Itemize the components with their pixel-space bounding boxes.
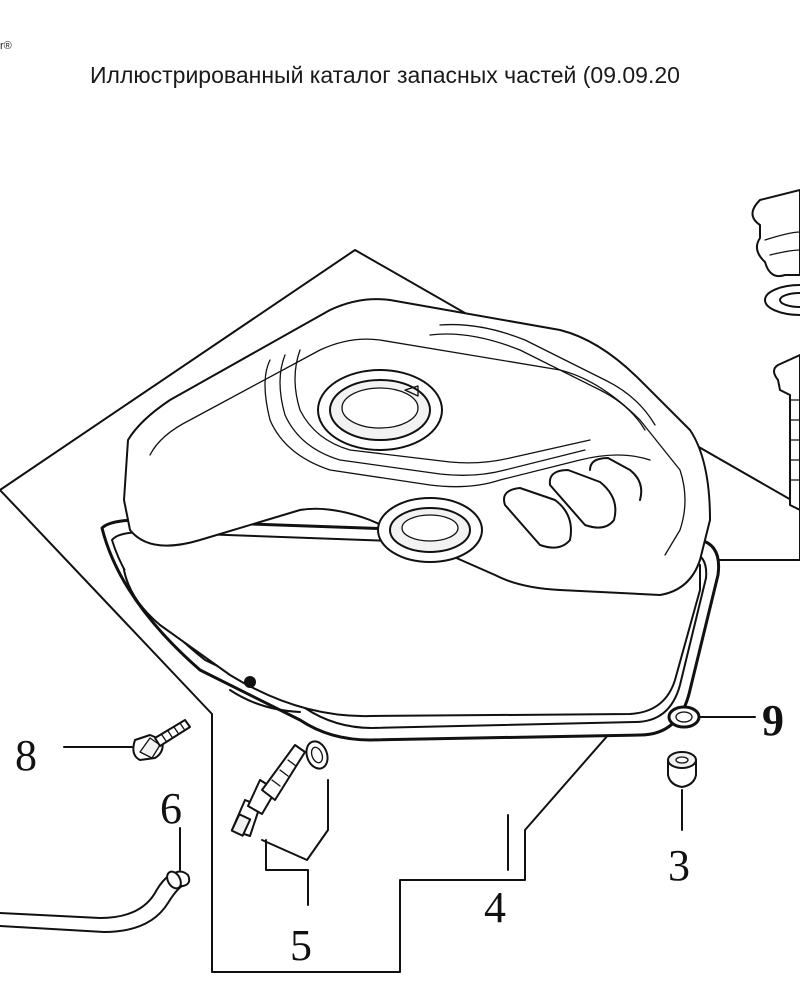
brand-mark: r®: [0, 40, 12, 52]
callout-6: 6: [160, 784, 182, 833]
callout-3: 3: [668, 841, 690, 890]
part-9-o-ring[interactable]: [667, 705, 756, 729]
part-6-hose-and-clip[interactable]: [0, 827, 191, 933]
fuel-tank[interactable]: [100, 298, 721, 742]
tank-cap-assembly[interactable]: [751, 189, 800, 511]
callout-5: 5: [290, 921, 312, 970]
callout-8: 8: [15, 731, 37, 780]
assembly-plate-outline: [0, 249, 800, 973]
callout-9: 9: [762, 696, 784, 745]
part-3-nut[interactable]: [667, 751, 697, 831]
part-8-drain-bolt[interactable]: [63, 719, 191, 761]
page-title: Иллюстрированный каталог запасных частей…: [90, 62, 680, 88]
part-5-fuel-valve[interactable]: [230, 738, 331, 906]
callout-4: 4: [484, 883, 506, 932]
